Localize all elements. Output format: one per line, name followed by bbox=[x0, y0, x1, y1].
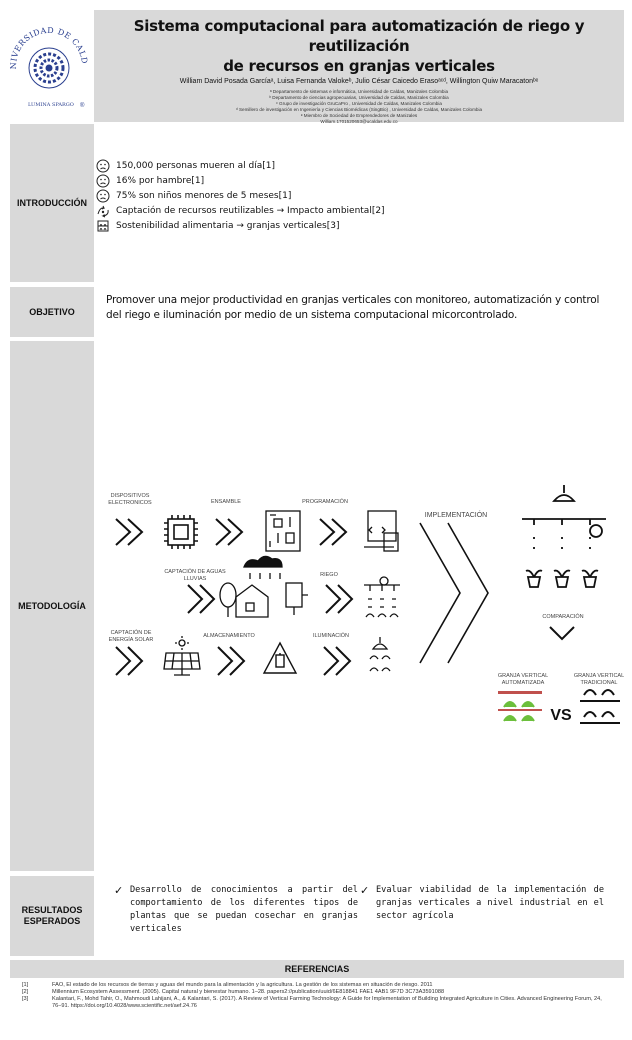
reference-item: [1] FAO, El estado de los recursos de ti… bbox=[22, 982, 612, 989]
vs-label: VS bbox=[550, 707, 572, 724]
check-icon: ✓ bbox=[360, 885, 370, 897]
step-label-comparacion: COMPARACIÓN bbox=[542, 614, 584, 620]
section-metodologia: DISPOSITIVOS ELECTRONICOS ENSAMBLE PROGR… bbox=[94, 341, 624, 871]
chevron-arrow-icon bbox=[187, 584, 216, 614]
affiliation: ᵉ Miembro de Sociedad de Emprendedores d… bbox=[300, 113, 418, 118]
chevron-arrow-icon bbox=[215, 518, 244, 546]
step-label-ensamble: ENSAMBLE bbox=[211, 499, 241, 505]
solar-panel-icon bbox=[163, 636, 201, 676]
svg-text:UNIVERSIDAD DE CALDAS: UNIVERSIDAD DE CALDAS bbox=[6, 10, 89, 69]
step-label-programacion: PROGRAMACIÓN bbox=[302, 499, 348, 505]
step-label-implementacion: IMPLEMENTACIÓN bbox=[424, 512, 488, 519]
section-label-introduccion: INTRODUCCIÓN bbox=[10, 124, 94, 282]
chevron-down-icon bbox=[549, 626, 575, 641]
logo-motto-right: SPARGO bbox=[52, 102, 74, 108]
logo-mark: ® bbox=[80, 102, 85, 109]
reference-number: [2] bbox=[22, 989, 29, 995]
intro-item: 150,000 personas mueren al día[1] bbox=[96, 158, 624, 173]
step-label-dispositivos: DISPOSITIVOS ELECTRONICOS bbox=[108, 493, 152, 506]
chevron-arrow-icon bbox=[115, 518, 144, 546]
step-label-almacenamiento: ALMACENAMIENTO bbox=[203, 633, 255, 639]
logo-ring-text: UNIVERSIDAD DE CALDAS bbox=[2, 3, 89, 69]
title-line-2: de recursos en granjas verticales bbox=[223, 57, 495, 75]
section-label-resultados: RESULTADOS ESPERADOS bbox=[10, 876, 94, 956]
step-label-riego: RIEGO bbox=[320, 572, 338, 578]
sad-face-icon bbox=[96, 159, 110, 172]
intro-list: 150,000 personas mueren al día[1] 16% po… bbox=[94, 124, 624, 233]
intro-item: 75% son niños menores de 5 meses[1] bbox=[96, 188, 624, 203]
reference-text: FAO, El estado de los recursos de tierra… bbox=[52, 982, 433, 988]
label-granja-tradicional: GRANJA VERTICAL TRADICIONAL bbox=[573, 673, 625, 686]
step-label-iluminacion: ILUMINACIÓN bbox=[312, 633, 350, 639]
chevron-arrow-icon bbox=[325, 584, 354, 614]
irrigation-icon bbox=[364, 576, 400, 618]
section-resultados: ✓ Desarrollo de conocimientos a partir d… bbox=[94, 876, 624, 956]
reference-number: [1] bbox=[22, 982, 29, 988]
sad-face-icon bbox=[96, 189, 110, 202]
intro-item: Captación de recursos reutilizables → Im… bbox=[96, 203, 624, 218]
reference-number: [3] bbox=[22, 996, 29, 1002]
authors: William David Posada Garcíaᵃ, Luisa Fern… bbox=[179, 78, 539, 85]
section-label-metodologia: METODOLOGÍA bbox=[10, 341, 94, 871]
circuit-board-icon bbox=[265, 510, 301, 552]
plant-shelf-icon bbox=[97, 220, 109, 231]
section-label-referencias: REFERENCIAS bbox=[10, 960, 624, 978]
affiliation: ᵇ Departamento de ciencias agropecuarias… bbox=[269, 95, 449, 100]
intro-item-text: 16% por hambre[1] bbox=[116, 175, 205, 186]
intro-item-text: Captación de recursos reutilizables → Im… bbox=[116, 205, 385, 216]
resultado-item: Desarrollo de conocimientos a partir del… bbox=[130, 885, 358, 934]
logo-motto-left: LUMINA bbox=[28, 102, 51, 108]
traditional-farm-icon bbox=[580, 689, 620, 724]
chevron-arrow-icon bbox=[319, 518, 348, 546]
resultado-item: Evaluar viabilidad de la implementación … bbox=[376, 885, 604, 921]
methodology-diagram bbox=[115, 485, 620, 724]
reference-text: Kalantari, F., Mohd Tahir, O., Mahmoudi … bbox=[52, 996, 602, 1009]
recycle-icon bbox=[97, 205, 109, 217]
check-icon: ✓ bbox=[114, 885, 124, 897]
label-granja-automatizada: GRANJA VERTICAL AUTOMATIZADA bbox=[497, 673, 549, 686]
automated-farm-icon bbox=[498, 691, 542, 722]
intro-item-text: 75% son niños menores de 5 meses[1] bbox=[116, 190, 292, 201]
chevron-arrow-icon bbox=[217, 646, 246, 676]
reference-item: [2] Millennium Ecosystem Assessment. (20… bbox=[22, 989, 612, 996]
intro-item-text: 150,000 personas mueren al día[1] bbox=[116, 160, 275, 171]
poster-header: Sistema computacional para automatizació… bbox=[94, 10, 624, 125]
intro-item: 16% por hambre[1] bbox=[96, 173, 624, 188]
section-label-objetivo: OBJETIVO bbox=[10, 287, 94, 337]
references-list: [1] FAO, El estado de los recursos de ti… bbox=[22, 982, 612, 1010]
section-objetivo: Promover una mejor productividad en gran… bbox=[94, 287, 624, 337]
university-logo: UNIVERSIDAD DE CALDAS LUMINA SPARGO ® bbox=[2, 3, 92, 122]
vertical-farm-icon bbox=[522, 485, 606, 588]
battery-storage-icon bbox=[262, 641, 298, 674]
step-label-captacion-energia: CAPTACIÓN DE ENERGÍA SOLAR bbox=[108, 630, 154, 643]
step-label-captacion-aguas: CAPTACIÓN DE AGUAS LLUVIAS bbox=[164, 569, 226, 582]
title-line-1: Sistema computacional para automatizació… bbox=[133, 17, 585, 55]
programming-icon bbox=[364, 510, 399, 552]
poster-title: Sistema computacional para automatizació… bbox=[94, 16, 624, 76]
reference-text: Millennium Ecosystem Assessment. (2005).… bbox=[52, 989, 445, 995]
contact-email: William.1701520653@ucaldas.edu.co bbox=[320, 119, 398, 124]
section-introduccion: 150,000 personas mueren al día[1] 16% po… bbox=[94, 124, 624, 282]
affiliation: ᵃ Departamento de sistemas e informática… bbox=[269, 89, 449, 94]
lamp-plants-icon bbox=[369, 637, 391, 672]
affiliations: ᵃ Departamento de sistemas e informática… bbox=[94, 89, 624, 125]
affiliation: ᵈ Semillero de investigación en Ingenier… bbox=[235, 107, 483, 112]
rain-house-icon bbox=[219, 555, 308, 618]
chip-icon bbox=[164, 515, 198, 549]
affiliation: ᶜ Grupo de investigación GruCaPro , Univ… bbox=[276, 101, 442, 106]
chevron-arrow-icon bbox=[323, 646, 352, 676]
intro-item: Sostenibilidad alimentaria → granjas ver… bbox=[96, 218, 624, 233]
big-chevron-icon bbox=[419, 522, 489, 664]
reference-item: [3] Kalantari, F., Mohd Tahir, O., Mahmo… bbox=[22, 996, 612, 1010]
sad-face-icon bbox=[96, 174, 110, 187]
objetivo-text: Promover una mejor productividad en gran… bbox=[106, 294, 600, 321]
chevron-arrow-icon bbox=[115, 646, 144, 676]
intro-item-text: Sostenibilidad alimentaria → granjas ver… bbox=[116, 220, 340, 231]
